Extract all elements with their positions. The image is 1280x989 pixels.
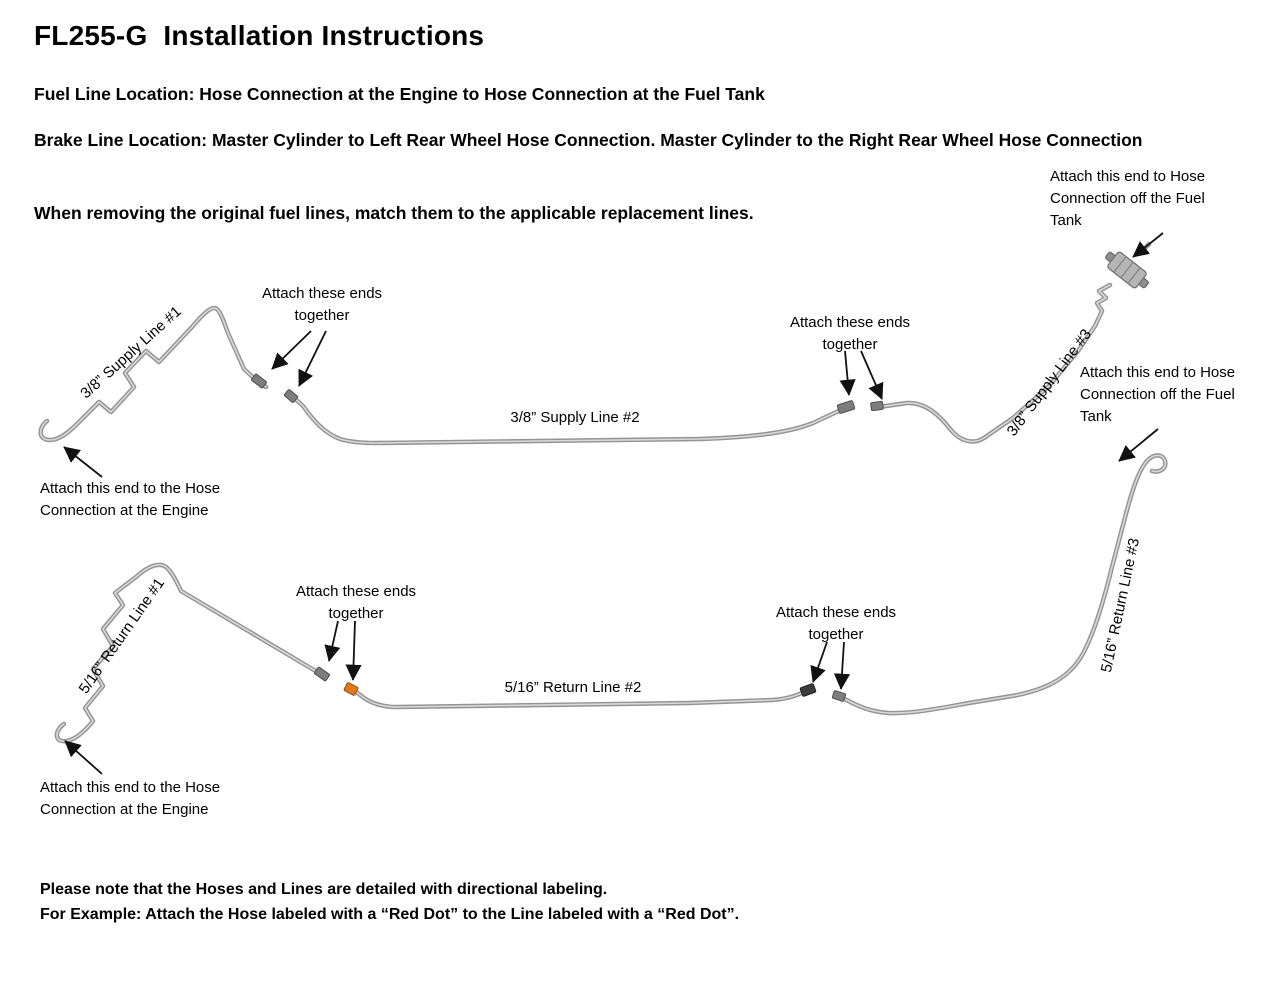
label-attach-engine-bottom: Attach this end to the Hose Connection a… [40,779,221,818]
arrow-together-top-right-a [839,350,856,396]
fuel-line-location-text: Fuel Line Location: Hose Connection at t… [34,84,765,104]
return-1-end-fitting [314,666,330,682]
fuel-filter [1105,251,1149,289]
return-3-start-fitting [831,690,847,702]
supply-1-end-fitting [251,373,267,389]
arrow-together-top-left-a [271,330,312,370]
arrow-together-top-left-b [298,330,327,387]
label-attach-tank-top: Attach this end to Hose Connection off t… [1050,168,1206,229]
label-attach-tank-right: Attach this end to Hose Connection off t… [1080,364,1236,425]
label-attach-engine-top: Attach this end to the Hose Connection a… [40,480,221,519]
arrow-together-bottom-left-b [345,620,362,681]
label-attach-together-top-left: Attach these ends together [261,285,383,324]
label-attach-together-bottom-left: Attach these ends together [295,583,417,622]
arrow-tank-right [1118,428,1159,462]
arrow-engine-top [63,446,103,478]
page-title: FL255-G Installation Instructions [34,20,485,51]
arrow-together-bottom-right-a [810,641,828,683]
label-supply-line-2: 3/8” Supply Line #2 [510,409,640,426]
arrow-together-top-right-b [860,350,884,400]
brake-line-location-text: Brake Line Location: Master Cylinder to … [34,130,1143,150]
arrow-together-bottom-right-b [833,641,851,690]
arrow-together-bottom-left-a [324,620,341,662]
return-2-end-fitting [799,683,817,697]
label-attach-together-top-right: Attach these ends together [789,314,911,353]
label-return-line-2: 5/16” Return Line #2 [504,679,642,696]
footer-note-line-1: Please note that the Hoses and Lines are… [40,881,608,898]
footer-note: Please note that the Hoses and Lines are… [40,877,739,928]
supply-3-start-fitting [870,400,884,412]
label-attach-together-bottom-right: Attach these ends together [775,604,897,643]
footer-note-line-2: For Example: Attach the Hose labeled wit… [40,906,740,924]
removal-note-text: When removing the original fuel lines, m… [34,203,754,223]
arrow-tank-top [1132,232,1164,258]
supply-2-start-fitting [283,389,299,403]
arrow-engine-bottom [64,740,103,775]
return-2-start-fitting-orange [343,682,359,696]
supply-2-end-fitting [836,400,856,414]
